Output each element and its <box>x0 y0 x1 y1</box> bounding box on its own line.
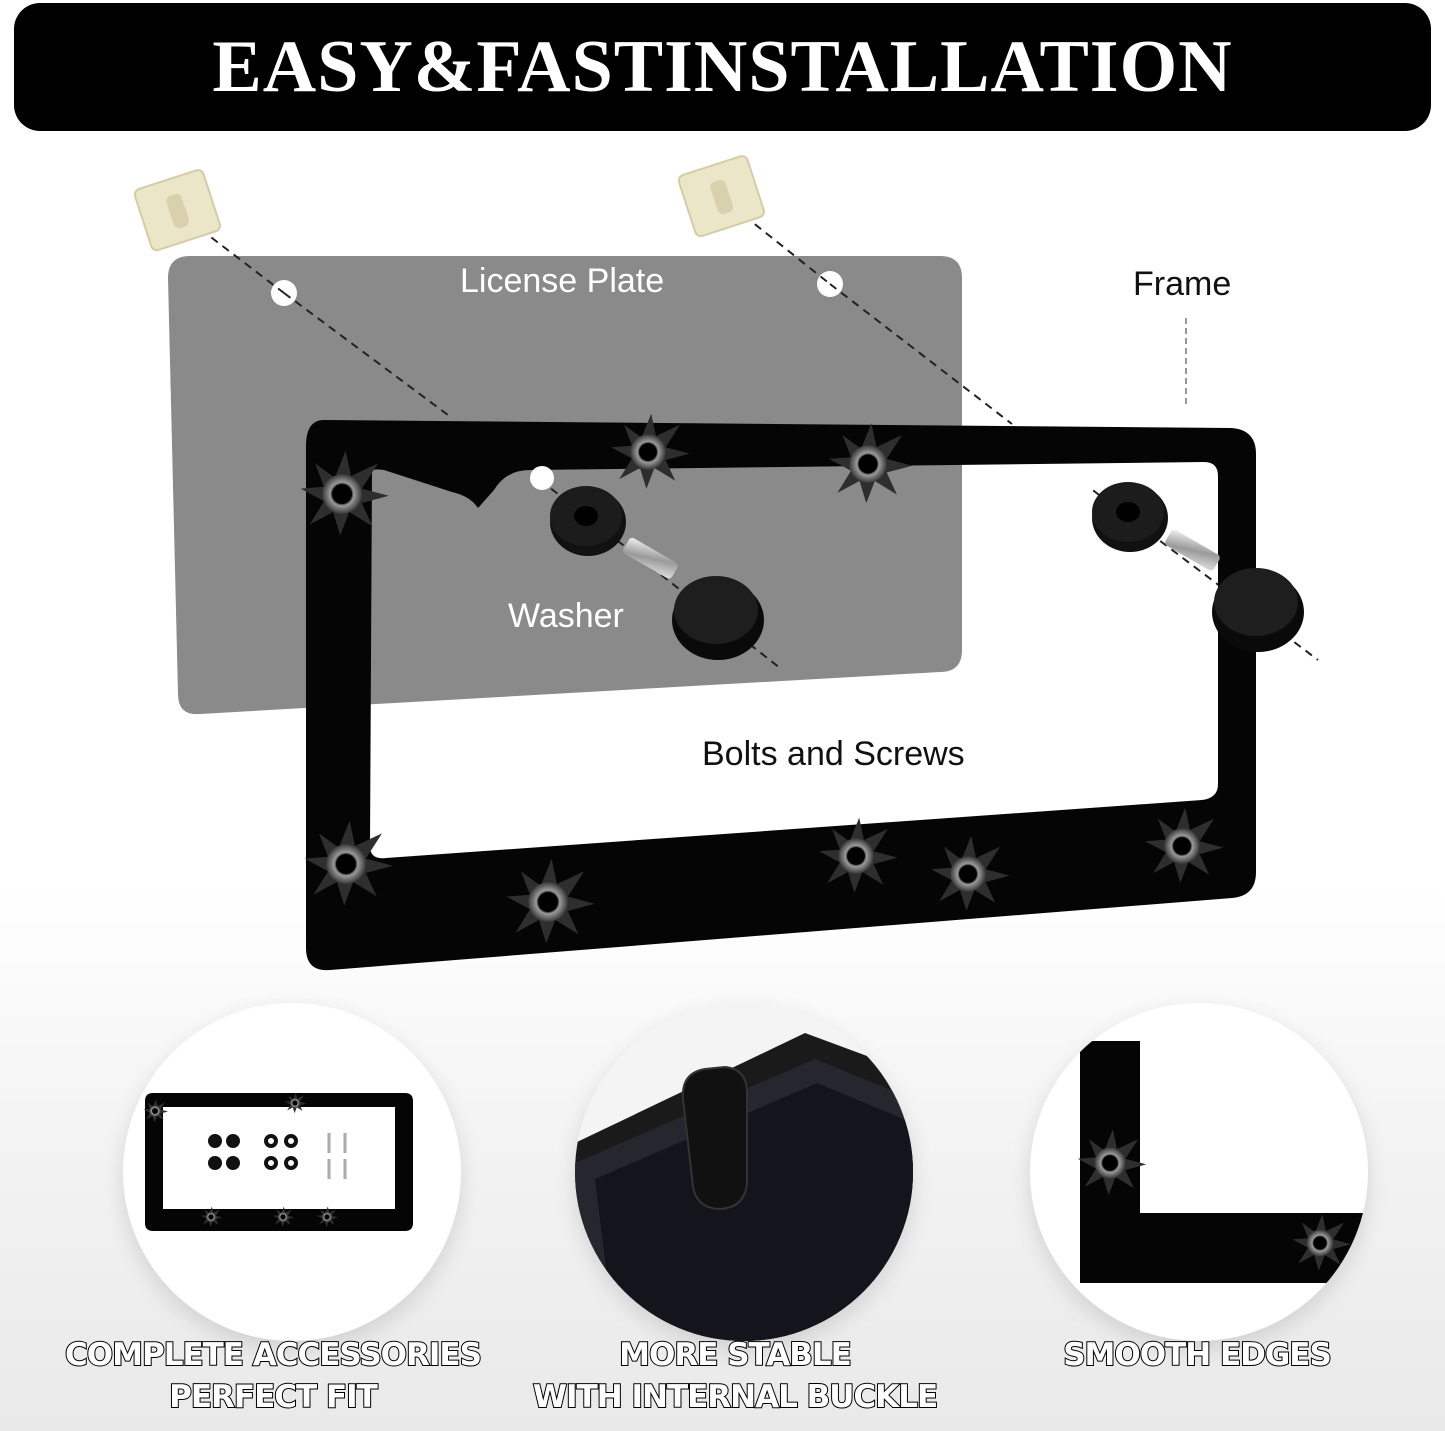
edge-illustration <box>1077 1041 1368 1283</box>
caption-line: PERFECT FIT <box>168 1378 379 1416</box>
license-plate-label: License Plate <box>460 262 665 300</box>
cap-left <box>672 576 764 660</box>
feature-caption-edges: SMOOTH EDGES <box>957 1334 1437 1376</box>
buckle-illustration <box>575 1003 913 1341</box>
frame-hole-left <box>530 466 554 490</box>
cap-right <box>1212 568 1304 652</box>
feature-circle-accessories <box>123 1003 461 1341</box>
caption-line: SMOOTH EDGES <box>1062 1336 1333 1374</box>
feature-caption-accessories: COMPLETE ACCESSORIES PERFECT FIT <box>33 1334 513 1418</box>
frame-hole-right <box>1068 470 1092 494</box>
license-plate-frame <box>306 420 1256 971</box>
clip-nut-right <box>677 155 765 238</box>
feature-circle-edges <box>1030 1003 1368 1341</box>
title-banner: EASY&FASTINSTALLATION <box>14 3 1431 131</box>
caption-line: COMPLETE ACCESSORIES <box>64 1336 483 1374</box>
screw-left <box>623 537 678 579</box>
frame-label: Frame <box>1133 265 1232 303</box>
feature-caption-buckle: MORE STABLE WITH INTERNAL BUCKLE <box>495 1334 975 1418</box>
caption-line: MORE STABLE <box>618 1336 853 1374</box>
accessories-illustration <box>143 1092 413 1231</box>
clip-nut-left <box>133 169 221 252</box>
banner-title: EASY&FASTINSTALLATION <box>212 25 1233 108</box>
buckle-clip <box>681 1065 748 1211</box>
washer-label: Washer <box>508 597 624 635</box>
washer-left <box>550 486 626 556</box>
caption-line: WITH INTERNAL BUCKLE <box>532 1378 939 1416</box>
installation-diagram <box>133 155 1319 971</box>
feature-circle-buckle <box>575 1003 913 1341</box>
screw-right <box>1165 529 1220 571</box>
bolts-label: Bolts and Screws <box>702 735 965 773</box>
washer-right <box>1092 482 1168 552</box>
